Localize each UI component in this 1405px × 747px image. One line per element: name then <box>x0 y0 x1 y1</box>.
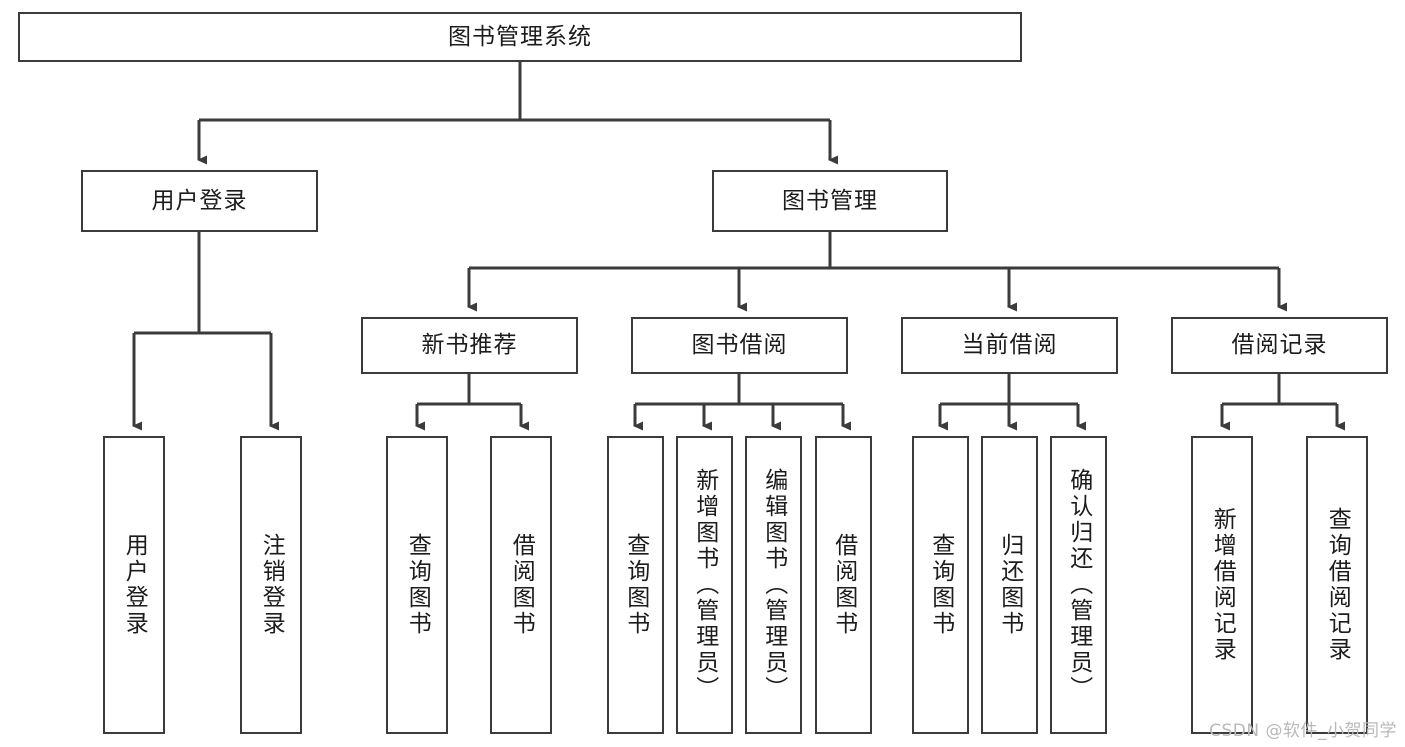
node-user-login[interactable]: 用户登录 <box>81 170 318 232</box>
leaf-label: 查询图书 <box>404 533 431 637</box>
node-current-borrow[interactable]: 当前借阅 <box>901 317 1118 374</box>
leaf-label: 新增借阅记录 <box>1209 507 1236 663</box>
leaf-borrow-add-book[interactable]: 新增图书（管理员） <box>676 436 733 734</box>
node-borrow-record-label: 借阅记录 <box>1231 332 1328 359</box>
leaf-user-login-signout[interactable]: 注销登录 <box>240 436 302 734</box>
leaf-label: 查询图书 <box>927 533 954 637</box>
leaf-label: 确认归还（管理员） <box>1065 468 1092 702</box>
leaf-label: 查询借阅记录 <box>1324 507 1351 663</box>
leaf-new-book-borrow[interactable]: 借阅图书 <box>490 436 552 734</box>
leaf-borrow-borrow-book[interactable]: 借阅图书 <box>815 436 872 734</box>
leaf-label: 用户登录 <box>121 533 148 637</box>
leaf-current-return-book[interactable]: 归还图书 <box>981 436 1038 734</box>
node-borrow-record[interactable]: 借阅记录 <box>1171 317 1388 374</box>
node-new-book-recommend-label: 新书推荐 <box>421 332 518 359</box>
leaf-label: 新增图书（管理员） <box>691 468 718 702</box>
leaf-label: 借阅图书 <box>830 533 857 637</box>
leaf-label: 归还图书 <box>996 533 1023 637</box>
leaf-current-query-book[interactable]: 查询图书 <box>912 436 969 734</box>
leaf-borrow-edit-book[interactable]: 编辑图书（管理员） <box>745 436 802 734</box>
leaf-label: 编辑图书（管理员） <box>760 468 787 702</box>
leaf-borrow-query-book[interactable]: 查询图书 <box>607 436 664 734</box>
node-book-management-label: 图书管理 <box>782 187 878 214</box>
node-book-borrow-label: 图书借阅 <box>691 332 788 359</box>
leaf-record-query[interactable]: 查询借阅记录 <box>1306 436 1368 734</box>
leaf-record-add[interactable]: 新增借阅记录 <box>1191 436 1253 734</box>
leaf-new-book-query[interactable]: 查询图书 <box>386 436 448 734</box>
node-new-book-recommend[interactable]: 新书推荐 <box>361 317 578 374</box>
node-user-login-label: 用户登录 <box>151 187 248 214</box>
leaf-label: 查询图书 <box>622 533 649 637</box>
leaf-label: 借阅图书 <box>508 533 535 637</box>
csdn-watermark: CSDN @软件_小贺同学 <box>1209 721 1397 741</box>
leaf-label: 注销登录 <box>258 533 285 637</box>
node-book-borrow[interactable]: 图书借阅 <box>631 317 848 374</box>
node-root[interactable]: 图书管理系统 <box>18 12 1022 62</box>
leaf-user-login-signin[interactable]: 用户登录 <box>103 436 165 734</box>
leaf-current-confirm-return[interactable]: 确认归还（管理员） <box>1050 436 1107 734</box>
node-root-label: 图书管理系统 <box>448 23 592 50</box>
node-book-management[interactable]: 图书管理 <box>712 170 948 232</box>
node-current-borrow-label: 当前借阅 <box>961 332 1058 359</box>
